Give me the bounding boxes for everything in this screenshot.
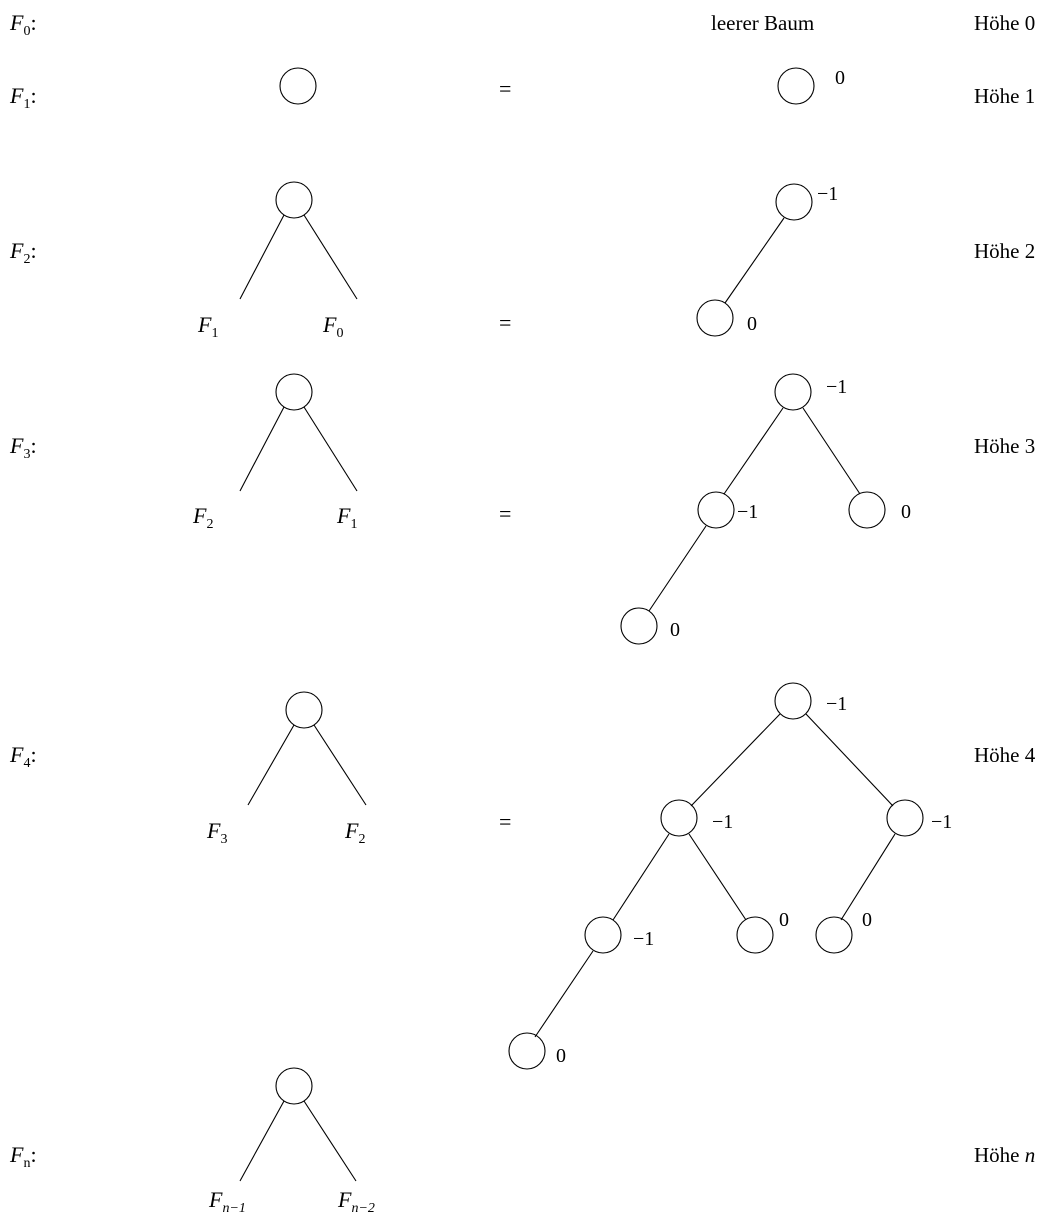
tree-node xyxy=(736,916,774,954)
equals-sign: = xyxy=(499,809,511,834)
tree-edge xyxy=(534,950,594,1038)
tree-node xyxy=(774,682,812,720)
balance-label: 0 xyxy=(901,501,911,523)
balance-label: 0 xyxy=(779,909,789,931)
tree-node xyxy=(697,491,735,529)
tree-node xyxy=(848,491,886,529)
empty-tree-text: leerer Baum xyxy=(711,11,814,35)
row-label-f2: F2: xyxy=(9,238,37,267)
tree-edge xyxy=(723,407,784,495)
tree-edge xyxy=(612,833,670,921)
subtree-label: F3 xyxy=(206,818,227,847)
tree-edge xyxy=(247,724,295,806)
balance-label: 0 xyxy=(862,909,872,931)
balance-label: 0 xyxy=(835,67,845,89)
tree-node xyxy=(275,1067,313,1105)
tree-node xyxy=(886,799,924,837)
tree-edge xyxy=(239,1100,285,1182)
balance-label: −1 xyxy=(712,811,733,833)
tree-node xyxy=(279,67,317,105)
tree-node xyxy=(285,691,323,729)
tree-edge xyxy=(724,217,785,304)
tree-node xyxy=(775,183,813,221)
tree-node xyxy=(275,373,313,411)
tree-edge xyxy=(802,407,861,495)
height-label-f1: Höhe 1 xyxy=(974,84,1035,108)
tree-node xyxy=(584,916,622,954)
row-label-f3: F3: xyxy=(9,433,37,462)
tree-node xyxy=(620,607,658,645)
subtree-label: F1 xyxy=(336,503,357,532)
balance-label: −1 xyxy=(931,811,952,833)
tree-edge xyxy=(688,833,747,921)
equals-sign: = xyxy=(499,76,511,101)
height-label-fn: Höhe n xyxy=(974,1143,1035,1167)
tree-node xyxy=(815,916,853,954)
row-label-fn: Fn: xyxy=(9,1142,37,1171)
tree-node xyxy=(777,67,815,105)
tree-node xyxy=(774,373,812,411)
row-label-f4: F4: xyxy=(9,742,37,771)
tree-edge xyxy=(690,713,781,807)
balance-label: 0 xyxy=(670,619,680,641)
row-label-f1: F1: xyxy=(9,83,37,112)
subtree-label: F2 xyxy=(192,503,213,532)
subtree-label: Fn−2 xyxy=(337,1187,375,1216)
equals-sign: = xyxy=(499,310,511,335)
subtree-label: F1 xyxy=(197,312,218,341)
tree-edge xyxy=(313,724,367,806)
tree-edge xyxy=(303,406,358,492)
equals-sign: = xyxy=(499,501,511,526)
tree-node xyxy=(508,1032,546,1070)
tree-edge xyxy=(239,406,285,492)
balance-label: −1 xyxy=(737,501,758,523)
tree-node xyxy=(696,299,734,337)
tree-edge xyxy=(239,214,285,300)
tree-node xyxy=(660,799,698,837)
height-label-f4: Höhe 4 xyxy=(974,743,1036,767)
balance-label: −1 xyxy=(633,928,654,950)
height-label-f2: Höhe 2 xyxy=(974,239,1035,263)
tree-edge xyxy=(840,833,896,921)
subtree-label: Fn−1 xyxy=(208,1187,246,1216)
balance-label: 0 xyxy=(747,313,757,335)
tree-edge xyxy=(303,1100,357,1182)
balance-label: 0 xyxy=(556,1045,566,1067)
row-label-f0: F0: xyxy=(9,10,37,39)
tree-edge xyxy=(805,713,894,807)
height-label-f0: Höhe 0 xyxy=(974,11,1035,35)
height-label-f3: Höhe 3 xyxy=(974,434,1035,458)
balance-label: −1 xyxy=(826,376,847,398)
subtree-label: F0 xyxy=(322,312,343,341)
balance-label: −1 xyxy=(826,693,847,715)
tree-node xyxy=(275,181,313,219)
balance-label: −1 xyxy=(817,183,838,205)
tree-edge xyxy=(648,525,707,612)
subtree-label: F2 xyxy=(344,818,365,847)
tree-edge xyxy=(303,214,358,300)
